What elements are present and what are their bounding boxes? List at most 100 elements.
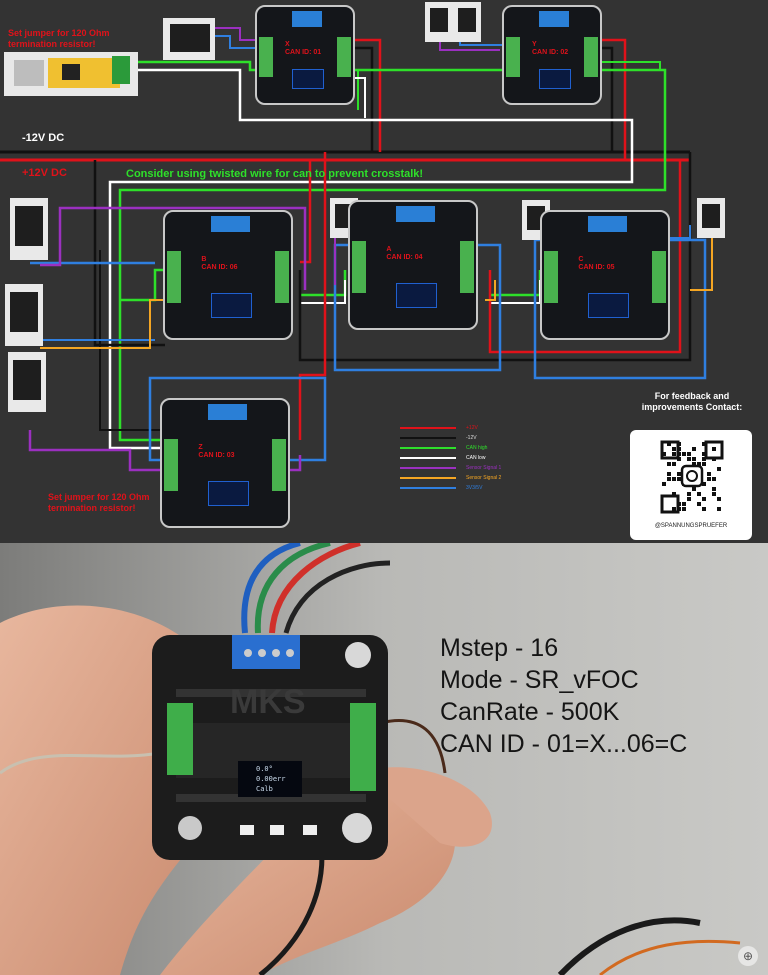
power-terminal xyxy=(539,11,569,27)
button xyxy=(240,825,254,835)
legend-swatch xyxy=(400,467,456,469)
green-terminal xyxy=(337,37,351,77)
oled-display xyxy=(395,282,437,308)
legend-item: Sensor Signal 1 xyxy=(400,463,510,473)
wire xyxy=(118,60,667,442)
legend-swatch xyxy=(400,457,456,459)
power-terminal xyxy=(210,216,250,232)
legend-label: CAN high xyxy=(466,445,488,451)
board-axis: X xyxy=(285,41,290,48)
cable xyxy=(379,718,447,774)
oled-display xyxy=(292,69,324,89)
legend-label: +12V xyxy=(466,425,478,431)
wire xyxy=(28,430,302,472)
wire xyxy=(300,280,346,304)
wire xyxy=(490,280,541,304)
mks-logo: MKS xyxy=(230,683,306,721)
legend-item: +12V xyxy=(400,423,510,433)
green-terminal xyxy=(167,251,181,303)
config-line: Mstep - 16 xyxy=(440,634,559,662)
green-terminal-right xyxy=(350,703,376,791)
cable xyxy=(254,543,331,634)
qr-code-icon xyxy=(660,440,724,514)
green-terminal-left xyxy=(167,703,193,775)
board-axis: Z xyxy=(198,444,203,452)
endstop-sensor xyxy=(425,2,453,42)
mount-screw xyxy=(342,813,372,843)
config-line: CAN ID - 01=X...06=C xyxy=(440,730,688,758)
green-terminal xyxy=(544,251,558,303)
wire xyxy=(40,299,165,349)
legend-swatch xyxy=(400,437,456,439)
board-can-id: CAN ID: 05 xyxy=(578,264,615,272)
oled-line: 0.0° xyxy=(256,765,273,773)
jumper-note-top: Set jumper for 120 Ohm termination resis… xyxy=(8,28,110,49)
power-terminal xyxy=(587,216,627,232)
legend-label: Sensor Signal 2 xyxy=(466,475,502,481)
button xyxy=(303,825,317,835)
wire xyxy=(355,46,374,152)
wire xyxy=(355,38,382,152)
cable xyxy=(599,939,741,975)
legend-item: Sensor Signal 2 xyxy=(400,473,510,483)
green-terminal xyxy=(164,439,178,491)
instagram-icon xyxy=(680,464,704,488)
legend-item: -12V xyxy=(400,433,510,443)
wire xyxy=(215,35,262,49)
wire xyxy=(300,270,347,297)
oled-display xyxy=(587,292,629,318)
mount-screw xyxy=(345,642,371,668)
wire xyxy=(120,268,165,302)
feedback-title: For feedback and improvements Contact: xyxy=(641,391,743,412)
wire xyxy=(99,250,160,431)
green-terminal xyxy=(352,241,366,293)
green-terminal xyxy=(460,241,474,293)
legend-label: Sensor Signal 1 xyxy=(466,465,502,471)
wire xyxy=(485,280,496,301)
wire xyxy=(600,46,614,152)
wire xyxy=(488,160,682,354)
green-terminal xyxy=(652,251,666,303)
qr-card[interactable]: @SPANNUNGSPRUEFER xyxy=(630,430,752,540)
legend-item: CAN low xyxy=(400,453,510,463)
cable xyxy=(0,751,161,775)
power-terminal xyxy=(292,11,322,27)
power-terminal xyxy=(207,404,247,420)
legend-label: -12V xyxy=(466,435,477,441)
oled-display xyxy=(210,292,252,318)
rail-negative-label: -12V DC xyxy=(22,132,65,144)
wire xyxy=(690,225,713,291)
green-terminal xyxy=(584,37,598,77)
wire xyxy=(108,68,634,450)
green-terminal xyxy=(275,251,289,303)
board-can-id: CAN ID: 06 xyxy=(201,264,238,272)
endstop-sensor xyxy=(8,352,46,412)
zoom-icon[interactable]: ⊕ xyxy=(738,946,758,966)
board-can-id: CAN ID: 03 xyxy=(198,452,235,460)
cable xyxy=(283,560,391,634)
legend-item: CAN high xyxy=(400,443,510,453)
board-axis: Y xyxy=(532,41,537,48)
wire xyxy=(298,152,692,362)
cable xyxy=(269,543,361,634)
board-axis: A xyxy=(386,246,392,254)
wire xyxy=(93,160,165,347)
board-can-id: CAN ID: 04 xyxy=(386,254,423,262)
config-line: Mode - SR_vFOC xyxy=(440,666,639,694)
oled-line: Calb xyxy=(256,785,273,793)
oled-display xyxy=(207,480,249,506)
green-terminal xyxy=(272,439,286,491)
legend-item: 3V3/5V xyxy=(400,483,510,493)
cable xyxy=(241,543,301,634)
legend-label: 3V3/5V xyxy=(466,485,483,491)
usb-can-adapter xyxy=(4,52,138,96)
jumper-note-bottom: Set jumper for 120 Ohm termination resis… xyxy=(48,492,150,513)
wire xyxy=(215,27,260,41)
